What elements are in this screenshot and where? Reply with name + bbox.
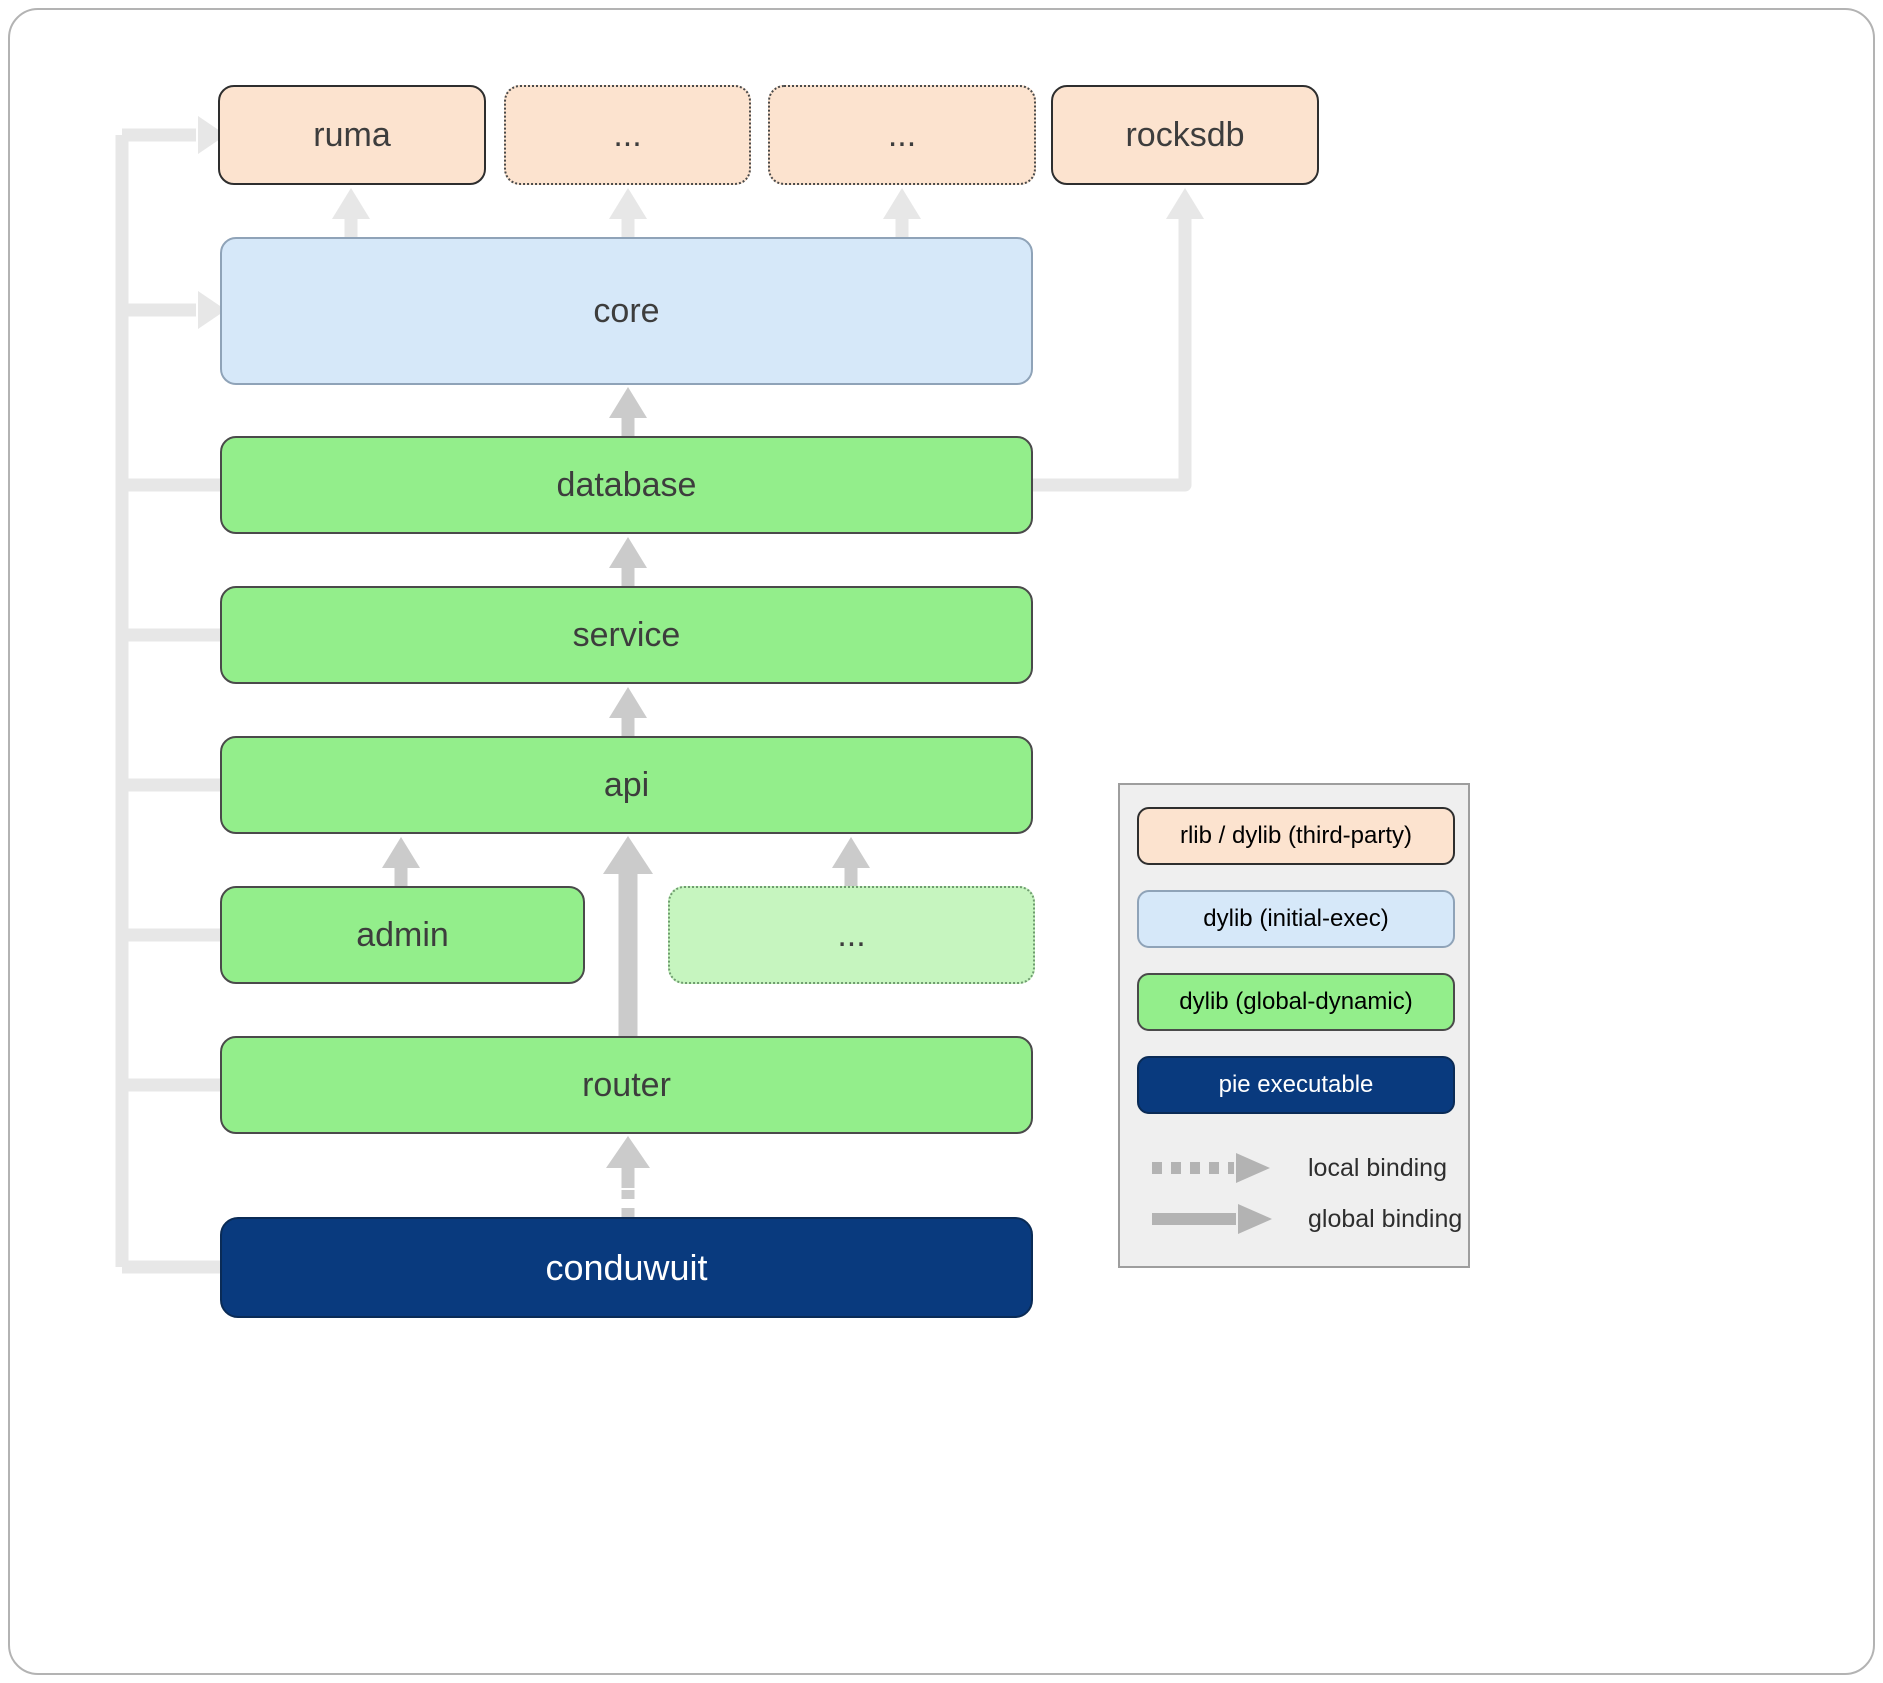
legend-panel: rlib / dylib (third-party) dylib (initia… — [1118, 783, 1470, 1268]
node-core: core — [220, 237, 1033, 385]
arrow-core-to-dots2 — [883, 188, 921, 237]
node-thirdparty-ellipsis-1: ... — [504, 85, 751, 185]
legend-item-thirdparty: rlib / dylib (third-party) — [1137, 807, 1455, 865]
node-conduwuit: conduwuit — [220, 1217, 1033, 1318]
node-ruma: ruma — [218, 85, 486, 185]
legend-global-binding: global binding — [1148, 1194, 1462, 1244]
arrow-api-to-service — [609, 687, 647, 736]
arrow-core-to-ruma — [332, 188, 370, 237]
node-thirdparty-ellipsis-2: ... — [768, 85, 1036, 185]
legend-item-pie-executable: pie executable — [1137, 1056, 1455, 1114]
node-service: service — [220, 586, 1033, 684]
node-admin: admin — [220, 886, 585, 984]
node-database: database — [220, 436, 1033, 534]
node-dylib-ellipsis: ... — [668, 886, 1035, 984]
arrow-database-to-rocksdb — [1033, 188, 1204, 492]
legend-item-global-dynamic: dylib (global-dynamic) — [1137, 973, 1455, 1031]
node-router: router — [220, 1036, 1033, 1134]
legend-item-initial-exec: dylib (initial-exec) — [1137, 890, 1455, 948]
arrow-admin-to-api — [382, 837, 420, 886]
arrow-service-to-database — [609, 537, 647, 586]
arrow-router-to-api — [603, 836, 653, 1036]
node-api: api — [220, 736, 1033, 834]
arrow-left-rail — [115, 116, 226, 1274]
arrow-conduwuit-to-router — [606, 1136, 650, 1217]
global-binding-arrow-icon — [1152, 1204, 1272, 1234]
arrow-database-to-core — [609, 387, 647, 436]
legend-local-binding-label: local binding — [1308, 1153, 1447, 1182]
arrow-core-to-dots1 — [609, 188, 647, 237]
legend-global-binding-label: global binding — [1308, 1204, 1463, 1233]
arrow-dotsmid-to-api — [832, 837, 870, 886]
local-binding-arrow-icon — [1152, 1153, 1270, 1183]
node-rocksdb: rocksdb — [1051, 85, 1319, 185]
legend-local-binding: local binding — [1148, 1143, 1447, 1193]
